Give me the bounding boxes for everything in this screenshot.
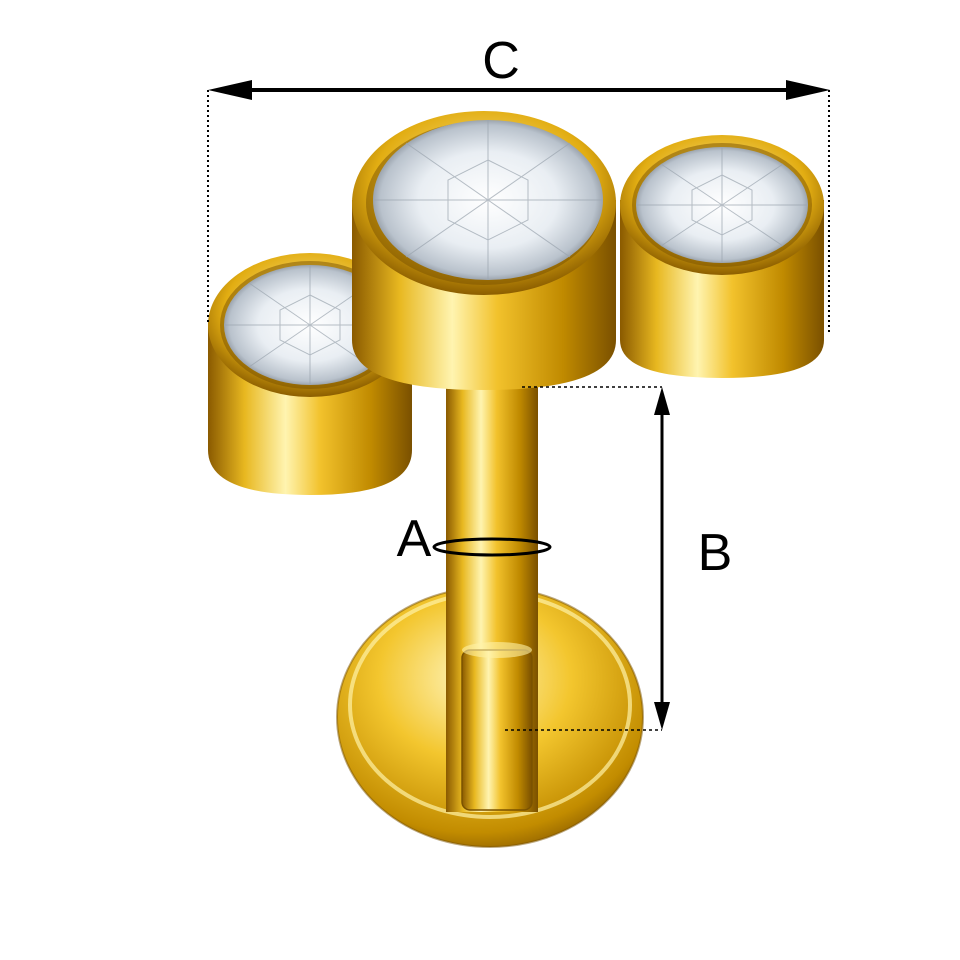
right-setting <box>620 135 824 378</box>
dimension-c-label: C <box>482 32 520 90</box>
post-shaft <box>444 362 538 812</box>
dimension-a: A <box>397 510 552 568</box>
dimension-b-label: B <box>698 524 733 582</box>
dimension-c: C <box>207 32 830 333</box>
dimension-a-label: A <box>397 510 432 568</box>
dimension-b: B <box>505 386 733 731</box>
center-setting <box>352 111 616 390</box>
